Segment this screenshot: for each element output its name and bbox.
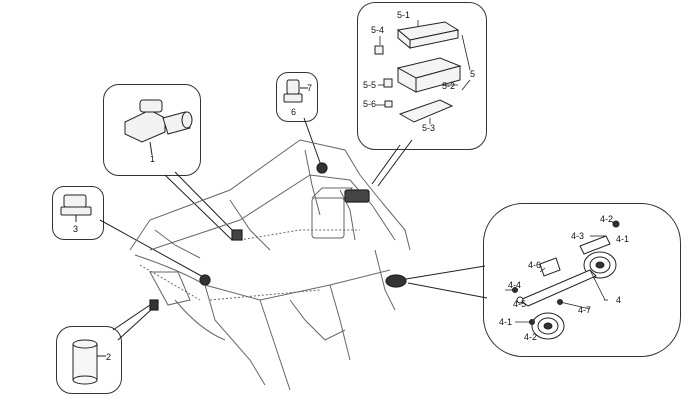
horn-parts [512, 220, 620, 340]
horn-on-vehicle [385, 274, 407, 288]
vehicle-parts [149, 162, 407, 311]
label-relay: 3 [73, 224, 78, 234]
label-horn-4-3: 4-3 [571, 231, 584, 241]
label-horn-4-7: 4-7 [578, 305, 591, 315]
label-fusebox-5-4: 5-4 [371, 25, 384, 35]
label-horn-4-2-bottom: 4-2 [524, 332, 537, 342]
fusebox-parts [374, 21, 462, 123]
horn-leaders [505, 221, 617, 323]
label-connector-a: 7 [307, 83, 312, 93]
relay-on-vehicle [199, 274, 211, 286]
horn-bracket [519, 269, 597, 307]
fusebox-tray [398, 99, 454, 123]
leader-line-cylinder-2 [112, 304, 151, 331]
label-horn-group: 4 [616, 295, 621, 305]
fusebox-item-5-6 [384, 100, 393, 108]
label-horn-4-6: 4-6 [528, 260, 541, 270]
label-motor: 1 [150, 154, 155, 164]
label-fusebox-tray: 5-3 [422, 123, 435, 133]
fusebox-item-5-4 [374, 45, 384, 55]
leader-line-fusebox-2 [371, 144, 401, 185]
motor-part [124, 99, 193, 156]
label-cylinder: 2 [106, 352, 111, 362]
relay-part [60, 194, 92, 222]
fusebox-leaders [376, 20, 471, 124]
label-fusebox-5-6: 5-6 [363, 99, 376, 109]
label-horn-4-4: 4-4 [508, 280, 521, 290]
leader-line-motor-2 [164, 174, 233, 241]
vehicle-structure [129, 139, 411, 391]
label-connector-b: 6 [291, 107, 296, 117]
connector-part [283, 79, 308, 103]
labels: 1 3 2 7 6 5-1 5-4 5-5 5-6 5-2 5-3 5 4-2 … [73, 10, 629, 362]
leader-line-motor [174, 171, 237, 235]
leader-line-horn [407, 282, 488, 299]
label-horn-4-2-top: 4-2 [600, 214, 613, 224]
fusebox-item-5-5 [383, 78, 393, 88]
leader-line-cylinder [117, 307, 154, 341]
leader-line-horn-2 [399, 265, 486, 281]
label-horn-4-5: 4-5 [513, 299, 526, 309]
motor-on-vehicle [231, 229, 243, 241]
fusebox-on-vehicle [344, 189, 370, 203]
cylinder-part [72, 339, 106, 385]
label-fusebox-5-5: 5-5 [363, 80, 376, 90]
label-horn-4-1-bottom: 4-1 [499, 317, 512, 327]
connector-on-vehicle [316, 162, 328, 174]
label-fusebox-base: 5-2 [442, 81, 455, 91]
label-fusebox-group: 5 [470, 69, 475, 79]
cylinder-mount-on-vehicle [149, 299, 159, 311]
label-fusebox-cover: 5-1 [397, 10, 410, 20]
label-horn-4-1-top: 4-1 [616, 234, 629, 244]
leader-line-fusebox [377, 139, 413, 187]
